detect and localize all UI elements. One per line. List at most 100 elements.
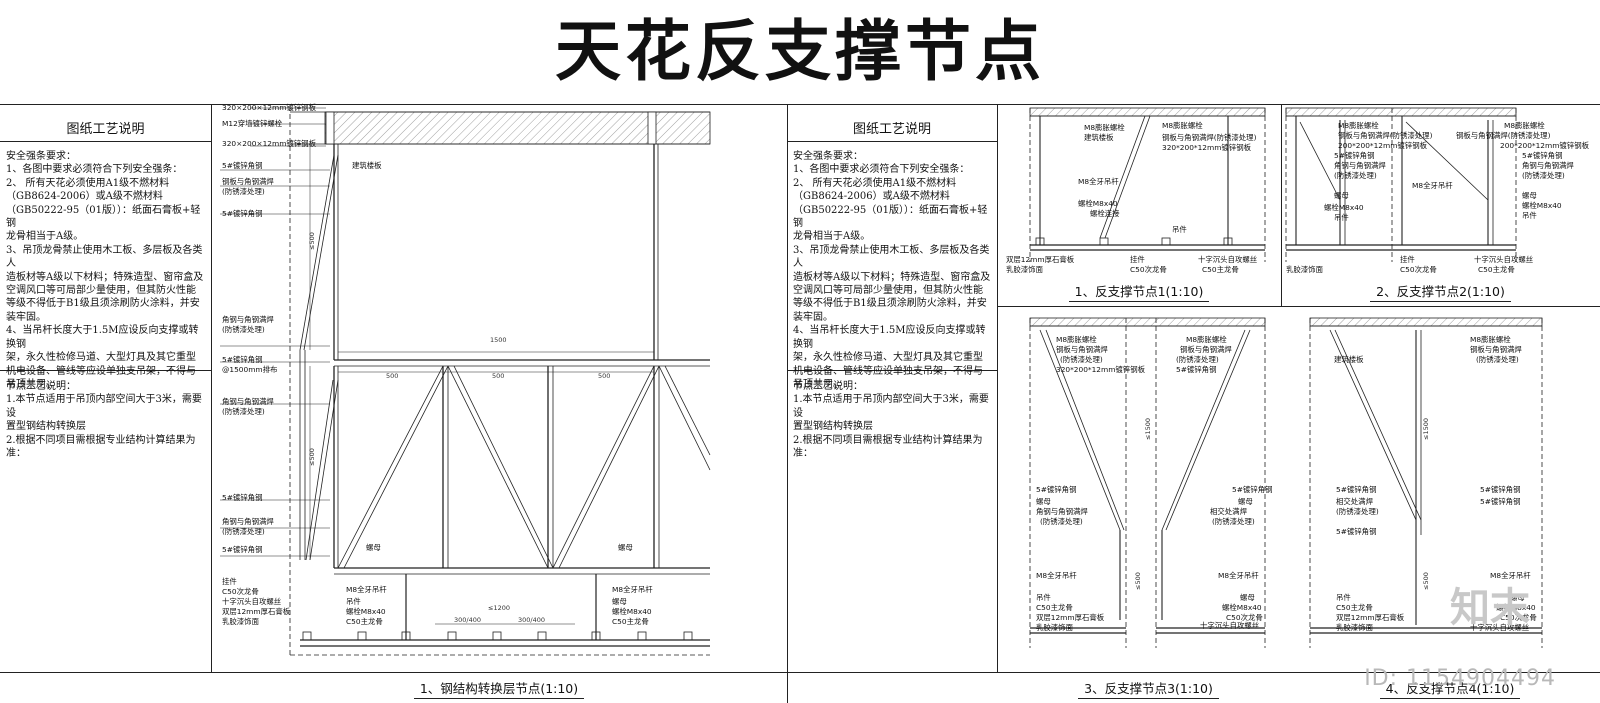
svg-text:200*200*12mm镀锌钢板: 200*200*12mm镀锌钢板 xyxy=(1500,141,1590,150)
svg-text:(防锈漆处理): (防锈漆处理) xyxy=(1176,355,1219,364)
svg-text:建筑楼板: 建筑楼板 xyxy=(1334,355,1364,364)
svg-text:双层12mm厚石膏板: 双层12mm厚石膏板 xyxy=(1036,613,1105,622)
svg-text:双层12mm厚石膏板: 双层12mm厚石膏板 xyxy=(1006,255,1075,264)
svg-text:5#镀锌角钢: 5#镀锌角钢 xyxy=(1522,151,1562,160)
svg-text:(防锈漆处理): (防锈漆处理) xyxy=(222,407,265,416)
svg-text:M8膨胀螺栓: M8膨胀螺栓 xyxy=(1470,335,1511,344)
svg-text:相交处满焊: 相交处满焊 xyxy=(1336,497,1374,506)
watermark-id: ID: 1154904494 xyxy=(1364,666,1556,691)
svg-text:角钢与角钢满焊: 角钢与角钢满焊 xyxy=(222,517,274,526)
frame-divider xyxy=(0,370,211,371)
svg-text:(防锈漆处理): (防锈漆处理) xyxy=(1040,517,1083,526)
svg-text:螺栓M8x40: 螺栓M8x40 xyxy=(1496,603,1536,612)
brace xyxy=(299,154,335,351)
svg-text:300/400: 300/400 xyxy=(518,616,545,624)
svg-text:(防锈漆处理): (防锈漆处理) xyxy=(1060,355,1103,364)
svg-text:C50主龙骨: C50主龙骨 xyxy=(1202,265,1239,274)
svg-text:500: 500 xyxy=(386,372,398,380)
svg-text:C50次龙骨: C50次龙骨 xyxy=(1400,265,1437,274)
svg-text:吊件: 吊件 xyxy=(346,597,361,606)
frame-divider xyxy=(1281,104,1282,306)
svg-text:M8全牙吊杆: M8全牙吊杆 xyxy=(1078,177,1119,186)
svg-text:C50次龙骨: C50次龙骨 xyxy=(1500,613,1537,622)
safety-notes: 安全强条要求： 1、各图中要求必须符合下列安全强条： 2、 所有天花必须使用A1… xyxy=(6,151,204,390)
svg-text:螺母: 螺母 xyxy=(612,597,627,606)
svg-text:5#镀锌角钢: 5#镀锌角钢 xyxy=(222,545,262,554)
svg-text:C50主龙骨: C50主龙骨 xyxy=(1478,265,1515,274)
svg-text:≤500: ≤500 xyxy=(1422,572,1430,590)
node-notes: 节点工艺说明： 1.本节点适用于吊顶内部空间大于3米，需要设 置型钢结构转换层 … xyxy=(793,381,989,460)
svg-text:M8全牙吊杆: M8全牙吊杆 xyxy=(1036,571,1077,580)
svg-text:螺母: 螺母 xyxy=(1240,593,1255,602)
svg-text:200*200*12mm镀锌钢板: 200*200*12mm镀锌钢板 xyxy=(1338,141,1428,150)
svg-text:5#镀锌角钢: 5#镀锌角钢 xyxy=(1336,485,1376,494)
svg-text:≤1500: ≤1500 xyxy=(1144,418,1152,440)
svg-text:5#镀锌角钢: 5#镀锌角钢 xyxy=(1036,485,1076,494)
svg-text:@1500mm排布: @1500mm排布 xyxy=(222,365,277,374)
svg-text:十字沉头自攻螺丝: 十字沉头自攻螺丝 xyxy=(1470,623,1529,632)
detail-3-labels: M8膨胀螺栓 钢板与角钢满焊 (防锈漆处理) 320*200*12mm镀锌钢板 … xyxy=(1036,335,1272,632)
svg-text:5#镀锌角钢: 5#镀锌角钢 xyxy=(1176,365,1216,374)
svg-text:(防锈漆处理): (防锈漆处理) xyxy=(1476,355,1519,364)
svg-text:螺栓M8x40: 螺栓M8x40 xyxy=(1222,603,1262,612)
svg-text:5#镀锌角钢: 5#镀锌角钢 xyxy=(222,161,262,170)
svg-text:建筑楼板: 建筑楼板 xyxy=(1084,133,1114,142)
svg-text:乳胶漆饰面: 乳胶漆饰面 xyxy=(1036,623,1073,632)
svg-text:螺栓M8x40: 螺栓M8x40 xyxy=(1324,203,1364,212)
brace xyxy=(303,154,339,351)
svg-text:乳胶漆饰面: 乳胶漆饰面 xyxy=(1336,623,1373,632)
svg-text:M12穿墙镀锌螺栓: M12穿墙镀锌螺栓 xyxy=(222,119,283,128)
svg-text:钢板与角钢满焊: 钢板与角钢满焊 xyxy=(222,177,274,186)
svg-text:≤500: ≤500 xyxy=(308,232,316,250)
svg-text:≤500: ≤500 xyxy=(1134,572,1142,590)
svg-text:吊件: 吊件 xyxy=(1334,213,1349,222)
svg-text:(防锈漆处理): (防锈漆处理) xyxy=(1334,171,1377,180)
svg-text:(防锈漆处理): (防锈漆处理) xyxy=(1336,507,1379,516)
svg-text:角钢与角钢满焊: 角钢与角钢满焊 xyxy=(222,397,274,406)
detail-4-drawing xyxy=(1309,317,1543,648)
svg-text:十字沉头自攻螺丝: 十字沉头自攻螺丝 xyxy=(1198,255,1257,264)
safety-notes: 安全强条要求： 1、各图中要求必须符合下列安全强条： 2、 所有天花必须使用A1… xyxy=(793,151,991,390)
svg-text:角钢与角钢满焊: 角钢与角钢满焊 xyxy=(222,315,274,324)
svg-text:500: 500 xyxy=(492,372,504,380)
svg-text:(防锈漆处理): (防锈漆处理) xyxy=(222,325,265,334)
svg-text:螺母: 螺母 xyxy=(1036,497,1051,506)
svg-text:钢板与角钢满焊: 钢板与角钢满焊 xyxy=(1180,345,1232,354)
svg-text:C50次龙骨: C50次龙骨 xyxy=(1130,265,1167,274)
detail-2-labels: M8膨胀螺栓 钢板与角钢满焊(防锈漆处理) 200*200*12mm镀锌钢板 5… xyxy=(1286,121,1590,274)
svg-text:C50主龙骨: C50主龙骨 xyxy=(1036,603,1073,612)
svg-text:≤1200: ≤1200 xyxy=(488,604,510,612)
svg-text:螺栓M8x40: 螺栓M8x40 xyxy=(346,607,386,616)
svg-text:螺栓连接: 螺栓连接 xyxy=(1090,209,1120,218)
caption-detail-3: 3、反支撑节点3(1:10) xyxy=(997,678,1300,699)
svg-text:乳胶漆饰面: 乳胶漆饰面 xyxy=(1286,265,1323,274)
caption-detail-2: 2、反支撑节点2(1:10) xyxy=(1281,281,1600,302)
svg-text:C50主龙骨: C50主龙骨 xyxy=(612,617,649,626)
svg-text:螺栓M8x40: 螺栓M8x40 xyxy=(1522,201,1562,210)
svg-text:十字沉头自攻螺丝: 十字沉头自攻螺丝 xyxy=(1200,621,1259,630)
svg-text:5#镀锌角钢: 5#镀锌角钢 xyxy=(222,355,262,364)
svg-text:300/400: 300/400 xyxy=(454,616,481,624)
svg-text:吊件: 吊件 xyxy=(1336,593,1351,602)
svg-text:螺栓M8x40: 螺栓M8x40 xyxy=(1078,199,1118,208)
notes-header: 图纸工艺说明 xyxy=(852,122,931,137)
frame-divider xyxy=(211,104,212,672)
svg-text:320×200×12mm镀锌钢板: 320×200×12mm镀锌钢板 xyxy=(222,139,317,148)
frame-top-line xyxy=(0,104,1600,105)
node-notes: 节点工艺说明： 1.本节点适用于吊顶内部空间大于3米，需要设 置型钢结构转换层 … xyxy=(6,381,202,460)
detail-2-drawing xyxy=(1285,107,1517,262)
frame-divider xyxy=(787,104,788,703)
svg-text:螺母: 螺母 xyxy=(1334,191,1349,200)
svg-text:钢板与角钢满焊(防锈漆处理): 钢板与角钢满焊(防锈漆处理) xyxy=(1456,131,1551,140)
steel-plate xyxy=(325,111,335,145)
svg-text:5#镀锌角钢: 5#镀锌角钢 xyxy=(1232,485,1272,494)
svg-text:钢板与角钢满焊: 钢板与角钢满焊 xyxy=(1470,345,1522,354)
svg-text:角钢与角钢满焊: 角钢与角钢满焊 xyxy=(1036,507,1088,516)
svg-text:C50主龙骨: C50主龙骨 xyxy=(346,617,383,626)
svg-text:挂件: 挂件 xyxy=(1400,255,1415,264)
svg-text:M8全牙吊杆: M8全牙吊杆 xyxy=(1490,571,1531,580)
svg-text:(防锈漆处理): (防锈漆处理) xyxy=(222,187,265,196)
svg-text:螺栓M8x40: 螺栓M8x40 xyxy=(612,607,652,616)
svg-text:乳胶漆饰面: 乳胶漆饰面 xyxy=(222,617,259,626)
